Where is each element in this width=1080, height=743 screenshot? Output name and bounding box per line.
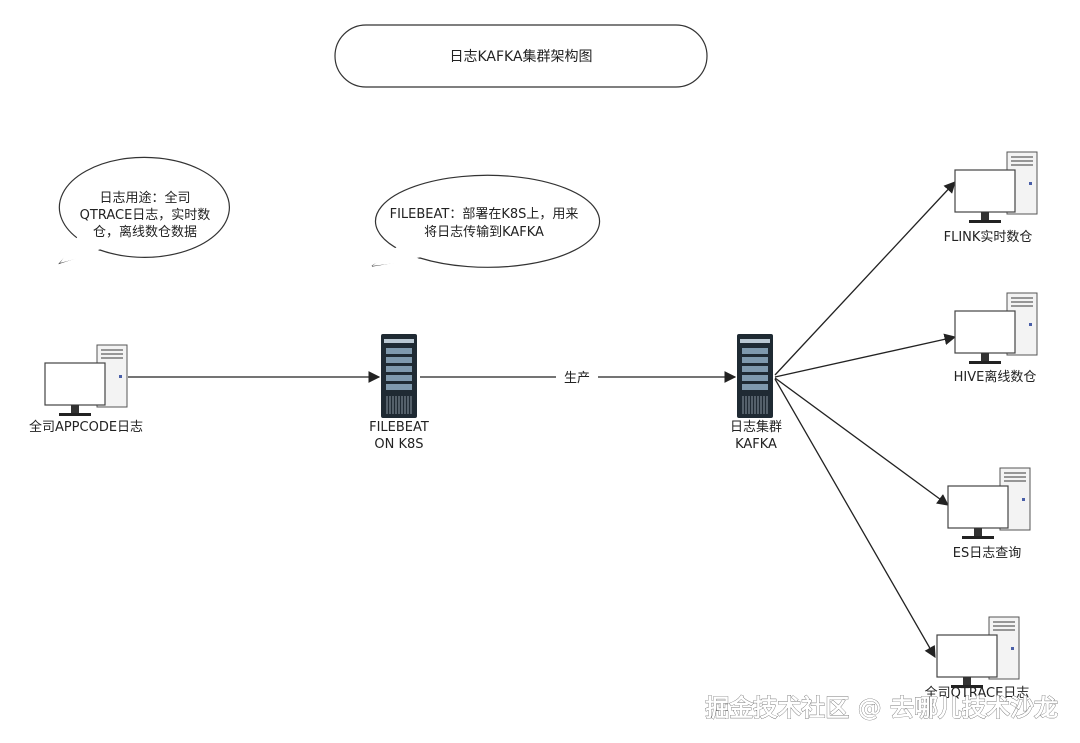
edges: 生产 bbox=[128, 181, 957, 659]
node-flink-label: FLINK实时数仓 bbox=[944, 230, 1033, 245]
diagram-title: 日志KAFKA集群架构图 bbox=[449, 48, 592, 65]
desktop-computer-icon bbox=[954, 151, 1038, 224]
node-source-label: 全司APPCODE日志 bbox=[29, 419, 143, 435]
callout-filebeat-line-1: FILEBEAT：部署在K8S上，用来 bbox=[390, 207, 579, 222]
edge-kafka-to-hive bbox=[774, 333, 957, 378]
node-kafka-label-2: KAFKA bbox=[735, 437, 777, 452]
edge-kafka-to-flink bbox=[774, 181, 956, 376]
node-kafka: 日志集群 KAFKA bbox=[730, 333, 782, 452]
callout-usage-line-3: 仓，离线数仓数据 bbox=[93, 224, 197, 240]
node-flink: FLINK实时数仓 bbox=[944, 151, 1038, 245]
callout-usage: 日志用途：全司 QTRACE日志，实时数 仓，离线数仓数据 bbox=[58, 156, 230, 265]
edge-label-produce: 生产 bbox=[564, 371, 590, 386]
node-es: ES日志查询 bbox=[947, 467, 1031, 561]
server-rack-icon bbox=[380, 333, 418, 419]
node-hive: HIVE离线数仓 bbox=[954, 292, 1038, 385]
node-filebeat-label-2: ON K8S bbox=[374, 437, 423, 452]
desktop-computer-icon bbox=[954, 292, 1038, 365]
edge-kafka-to-qtrace bbox=[774, 378, 936, 659]
node-filebeat: FILEBEAT ON K8S bbox=[369, 333, 429, 452]
title-box: 日志KAFKA集群架构图 bbox=[334, 24, 708, 88]
node-qtrace-label: 全司QTRACE日志 bbox=[925, 685, 1030, 701]
node-es-label: ES日志查询 bbox=[953, 546, 1021, 561]
callout-filebeat: FILEBEAT：部署在K8S上，用来 将日志传输到KAFKA bbox=[371, 174, 601, 268]
desktop-computer-icon bbox=[44, 344, 128, 417]
node-kafka-label-1: 日志集群 bbox=[730, 419, 782, 435]
node-hive-label: HIVE离线数仓 bbox=[954, 369, 1037, 385]
callout-usage-line-1: 日志用途：全司 bbox=[99, 190, 190, 206]
callout-filebeat-line-2: 将日志传输到KAFKA bbox=[424, 224, 544, 240]
desktop-computer-icon bbox=[947, 467, 1031, 540]
node-source: 全司APPCODE日志 bbox=[29, 344, 143, 435]
watermark-text: 掘金技术社区 @ 去哪儿技术沙龙 bbox=[705, 694, 1058, 722]
node-qtrace: 全司QTRACE日志 bbox=[925, 616, 1030, 701]
desktop-computer-icon bbox=[936, 616, 1020, 689]
server-rack-icon bbox=[736, 333, 774, 419]
node-filebeat-label-1: FILEBEAT bbox=[369, 420, 429, 435]
edge-kafka-to-es bbox=[774, 377, 949, 506]
callout-usage-line-2: QTRACE日志，实时数 bbox=[80, 208, 211, 223]
